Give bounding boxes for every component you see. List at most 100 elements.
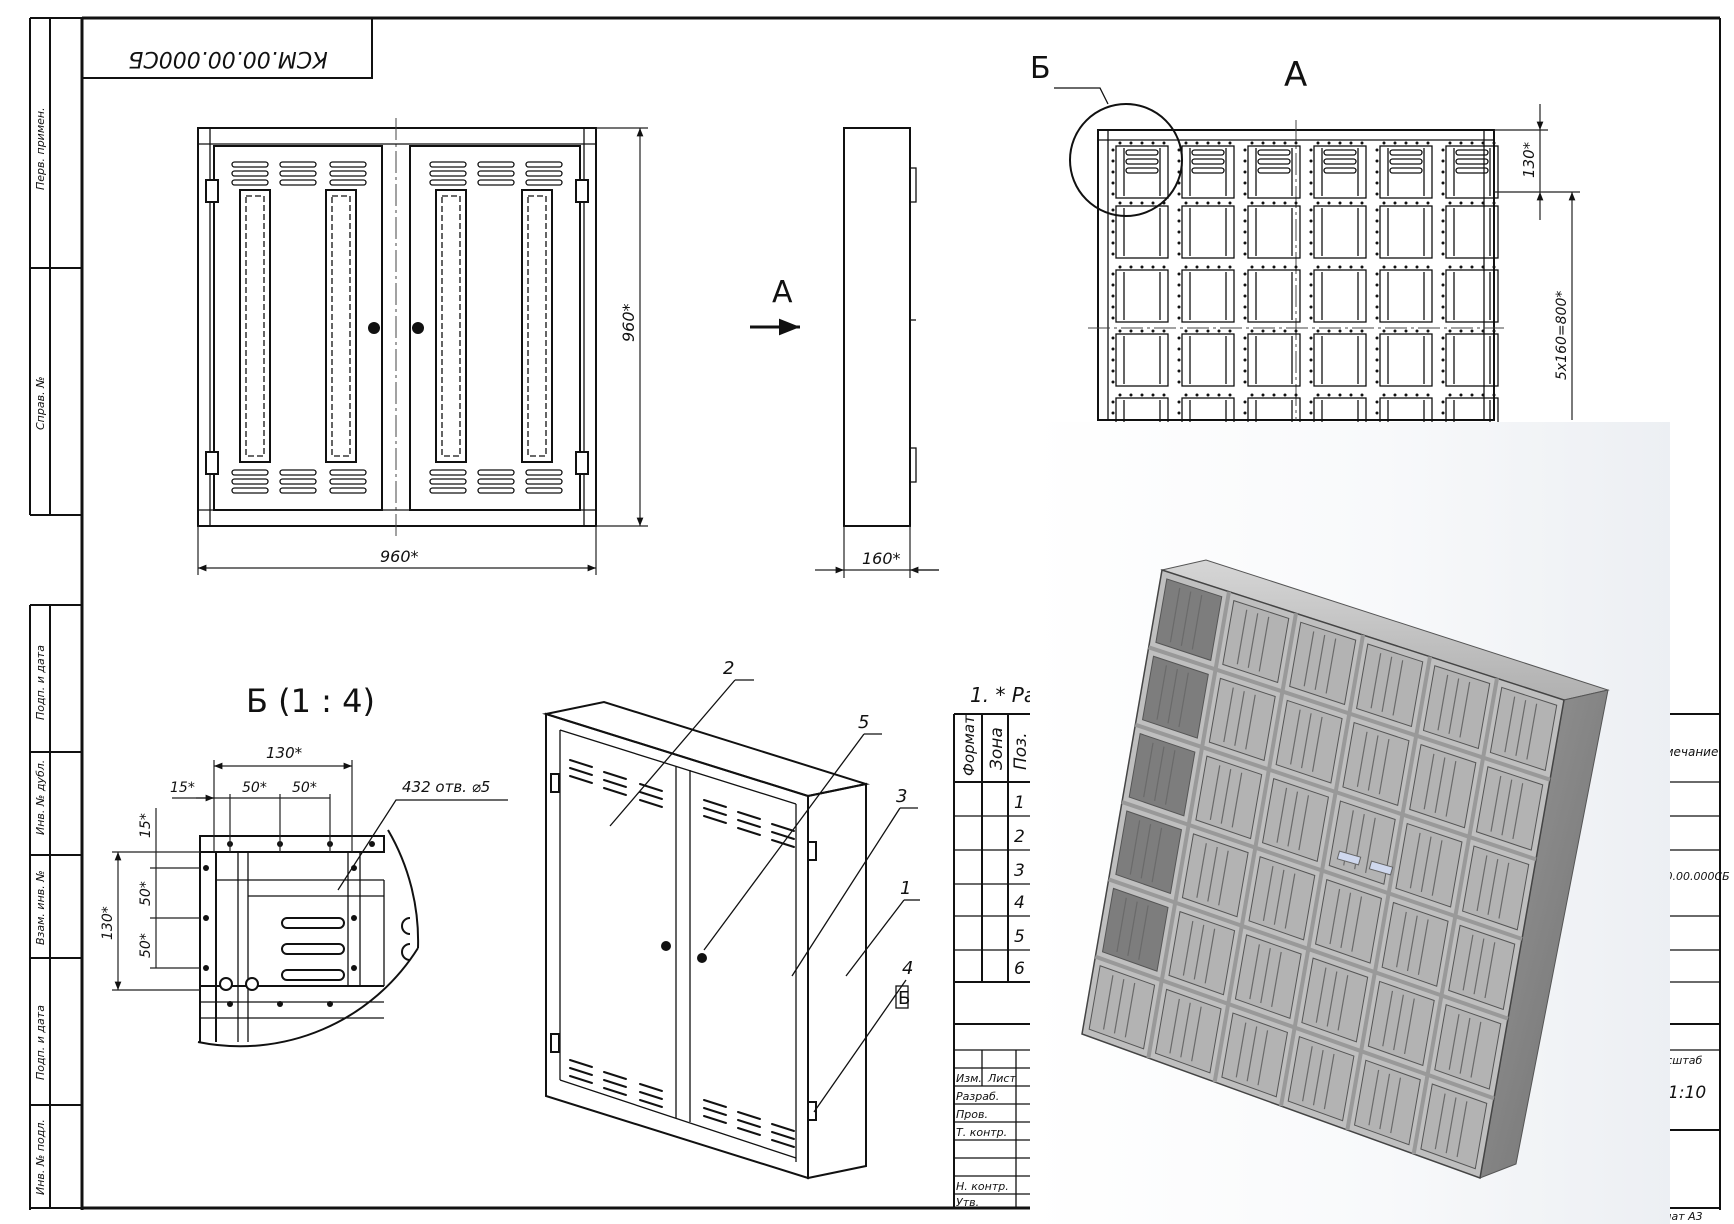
front-view: 960* 960* [197, 118, 648, 575]
render-rib [1298, 795, 1310, 851]
vent-slot [1323, 149, 1357, 156]
mount-hole [1375, 283, 1379, 287]
label-inv-dubl: Инв. № дубл. [34, 760, 47, 835]
mount-hole [1261, 201, 1265, 205]
detail-hole [227, 1001, 233, 1007]
mount-hole [1177, 219, 1181, 223]
mount-hole [1481, 393, 1485, 397]
grid-cell [1313, 205, 1367, 259]
hole-note: 432 отв. ⌀5 [402, 778, 490, 796]
vent-slot [231, 179, 269, 186]
mount-hole [1459, 393, 1463, 397]
render-rib [1234, 691, 1245, 746]
vent-slot [703, 1107, 727, 1116]
mount-hole [1111, 219, 1115, 223]
mount-hole [1206, 141, 1210, 145]
render-rib [1515, 700, 1527, 756]
mount-hole [1111, 159, 1115, 163]
grid-cell [1115, 145, 1169, 199]
mount-hole [1492, 141, 1496, 145]
vent-slot [279, 170, 317, 177]
mount-hole [1243, 347, 1247, 351]
vent-slot [477, 469, 515, 476]
mount-hole [1243, 305, 1247, 309]
mount-hole [1177, 192, 1181, 196]
mount-hole [1243, 148, 1247, 152]
mount-hole [1151, 141, 1155, 145]
render-rib [1459, 681, 1471, 738]
mount-hole [1481, 329, 1485, 333]
mount-hole [1441, 369, 1445, 373]
view-a-top-dim: 130* [1520, 141, 1538, 178]
spec-pos-4: 4 [1014, 893, 1025, 913]
mount-hole [1382, 141, 1386, 145]
render-rib [1431, 840, 1443, 896]
vent-slot [639, 1091, 663, 1100]
render-rib [1191, 1006, 1202, 1062]
vent-slot [703, 815, 727, 824]
mount-hole [1162, 265, 1166, 269]
mount-hole [1195, 393, 1199, 397]
render-rib [1393, 994, 1404, 1051]
render-cell [1489, 686, 1558, 772]
mount-hole [1481, 141, 1485, 145]
mount-hole [1426, 329, 1430, 333]
grid-cell [1379, 333, 1433, 387]
mount-hole [1382, 265, 1386, 269]
render-cell [1234, 934, 1302, 1019]
mount-hole [1375, 358, 1379, 362]
render-rib [1236, 609, 1248, 665]
render-rib [1498, 862, 1510, 919]
render-cell [1154, 988, 1222, 1074]
mount-hole [1294, 393, 1298, 397]
mount-hole [1111, 252, 1115, 256]
cut-letter: Б [898, 988, 910, 1009]
render-rib [1180, 591, 1192, 646]
mount-hole [1177, 358, 1181, 362]
mount-hole [1426, 201, 1430, 205]
mount-hole [1111, 358, 1115, 362]
vent-slot [477, 161, 515, 168]
vent-slot [1257, 167, 1291, 174]
vent-slot [477, 478, 515, 485]
mount-hole [1111, 347, 1115, 351]
grid-cell [1379, 269, 1433, 323]
mount-hole [1111, 411, 1115, 415]
vent-slot [1191, 149, 1225, 156]
render-rib [1231, 772, 1243, 828]
mount-hole [1250, 329, 1254, 333]
vent-slot [525, 170, 563, 177]
spec-header-format: Формат [960, 714, 978, 776]
detail-hole [327, 1001, 333, 1007]
render-rib [1409, 832, 1421, 889]
mount-hole [1283, 141, 1287, 145]
label-perv-primen: Перв. примен. [34, 107, 47, 190]
render-rib [1434, 757, 1446, 813]
mount-hole [1250, 141, 1254, 145]
render-rib [1287, 791, 1299, 847]
mount-hole [1217, 393, 1221, 397]
render-rib [1127, 901, 1138, 956]
mount-hole [1441, 219, 1445, 223]
vent-slot [1191, 167, 1225, 174]
mount-hole [1360, 265, 1364, 269]
spec-table: 1. * Ра Формат Зона Поз. 1 2 3 4 5 6 Изм… [953, 683, 1036, 1209]
vent-slot [329, 179, 367, 186]
render-cell [1155, 578, 1223, 662]
grid-cell [1313, 333, 1367, 387]
mount-hole [1404, 201, 1408, 205]
detail-hole [203, 865, 209, 871]
mount-hole [1177, 411, 1181, 415]
mount-hole [1459, 141, 1463, 145]
mount-hole [1338, 201, 1342, 205]
balloon-1: 1 [900, 878, 911, 899]
mount-hole [1309, 252, 1313, 256]
mount-hole [1415, 265, 1419, 269]
mount-hole [1441, 159, 1445, 163]
mount-hole [1349, 393, 1353, 397]
render-rib [1512, 783, 1524, 840]
render-cell [1434, 1004, 1502, 1090]
view-a: А Б 130* 5х160=800* [1030, 51, 1580, 451]
render-rib [1456, 1101, 1468, 1158]
